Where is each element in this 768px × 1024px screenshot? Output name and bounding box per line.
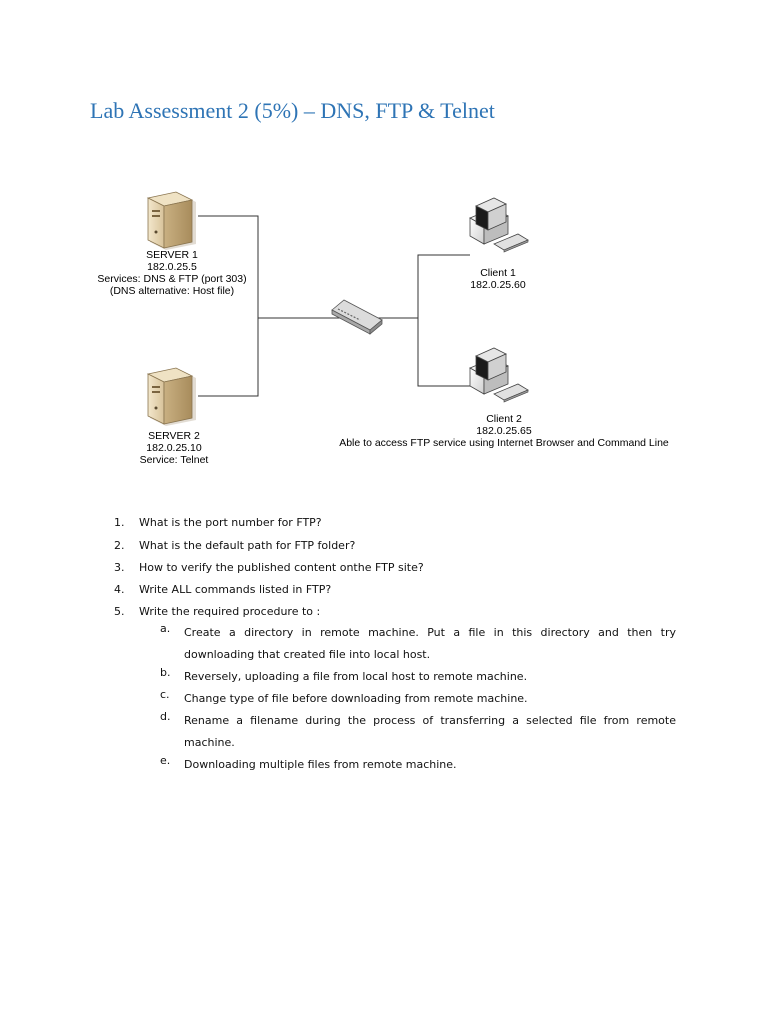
server1-ip: 182.0.25.5 [147,261,197,273]
client2-label: Client 2 182.0.25.65 Able to access FTP … [330,413,678,449]
sub-item-text: Reversely, uploading a file from local h… [184,670,528,683]
client1-label: Client 1 182.0.25.60 [448,267,548,291]
page-title: Lab Assessment 2 (5%) – DNS, FTP & Telne… [90,98,495,123]
question-number: 2. [114,539,125,552]
question-text: How to verify the published content onth… [139,561,424,574]
sub-item-letter: b. [160,666,171,679]
sub-item-letter: d. [160,710,171,723]
server2-name: SERVER 2 [148,430,200,442]
client2-note: Able to access FTP service using Interne… [339,437,669,449]
sub-item-text: Downloading multiple files from remote m… [184,758,457,771]
server1-note: (DNS alternative: Host file) [109,285,235,297]
network-diagram [146,191,529,426]
client2-name: Client 2 [486,413,522,425]
sub-item-text: Change type of file before downloading f… [184,692,528,705]
server2-ip: 182.0.25.10 [146,442,202,454]
computer-icon [469,347,529,403]
server2-label: SERVER 2 182.0.25.10 Service: Telnet [114,430,234,466]
link-clients [417,254,470,387]
server-icon [146,367,196,426]
client2-ip: 182.0.25.65 [476,425,532,437]
question-number: 1. [114,516,125,529]
sub-item-letter: a. [160,622,171,635]
question-number: 5. [114,605,125,618]
sub-item-letter: c. [160,688,170,701]
sub-item-text: Rename a filename during the process of … [184,714,676,749]
link-server1 [198,215,259,397]
connection-lines [198,215,470,397]
client1-ip: 182.0.25.60 [470,279,526,291]
server1-label: SERVER 1 182.0.25.5 Services: DNS & FTP … [92,249,252,297]
question-text: Write the required procedure to : [139,605,321,618]
question-text: Write ALL commands listed in FTP? [139,583,332,596]
sub-item-text: Create a directory in remote machine. Pu… [184,626,676,661]
question-number: 3. [114,561,125,574]
computer-icon [469,197,529,253]
question-text: What is the port number for FTP? [139,516,322,529]
question-number: 4. [114,583,125,596]
question-text: What is the default path for FTP folder? [139,539,356,552]
server1-name: SERVER 1 [146,249,198,261]
server2-service: Service: Telnet [139,454,209,466]
switch-icon [331,299,383,335]
client1-name: Client 1 [480,267,516,279]
sub-item-letter: e. [160,754,171,767]
server-icon [146,191,196,250]
server1-services: Services: DNS & FTP (port 303) [97,273,247,285]
